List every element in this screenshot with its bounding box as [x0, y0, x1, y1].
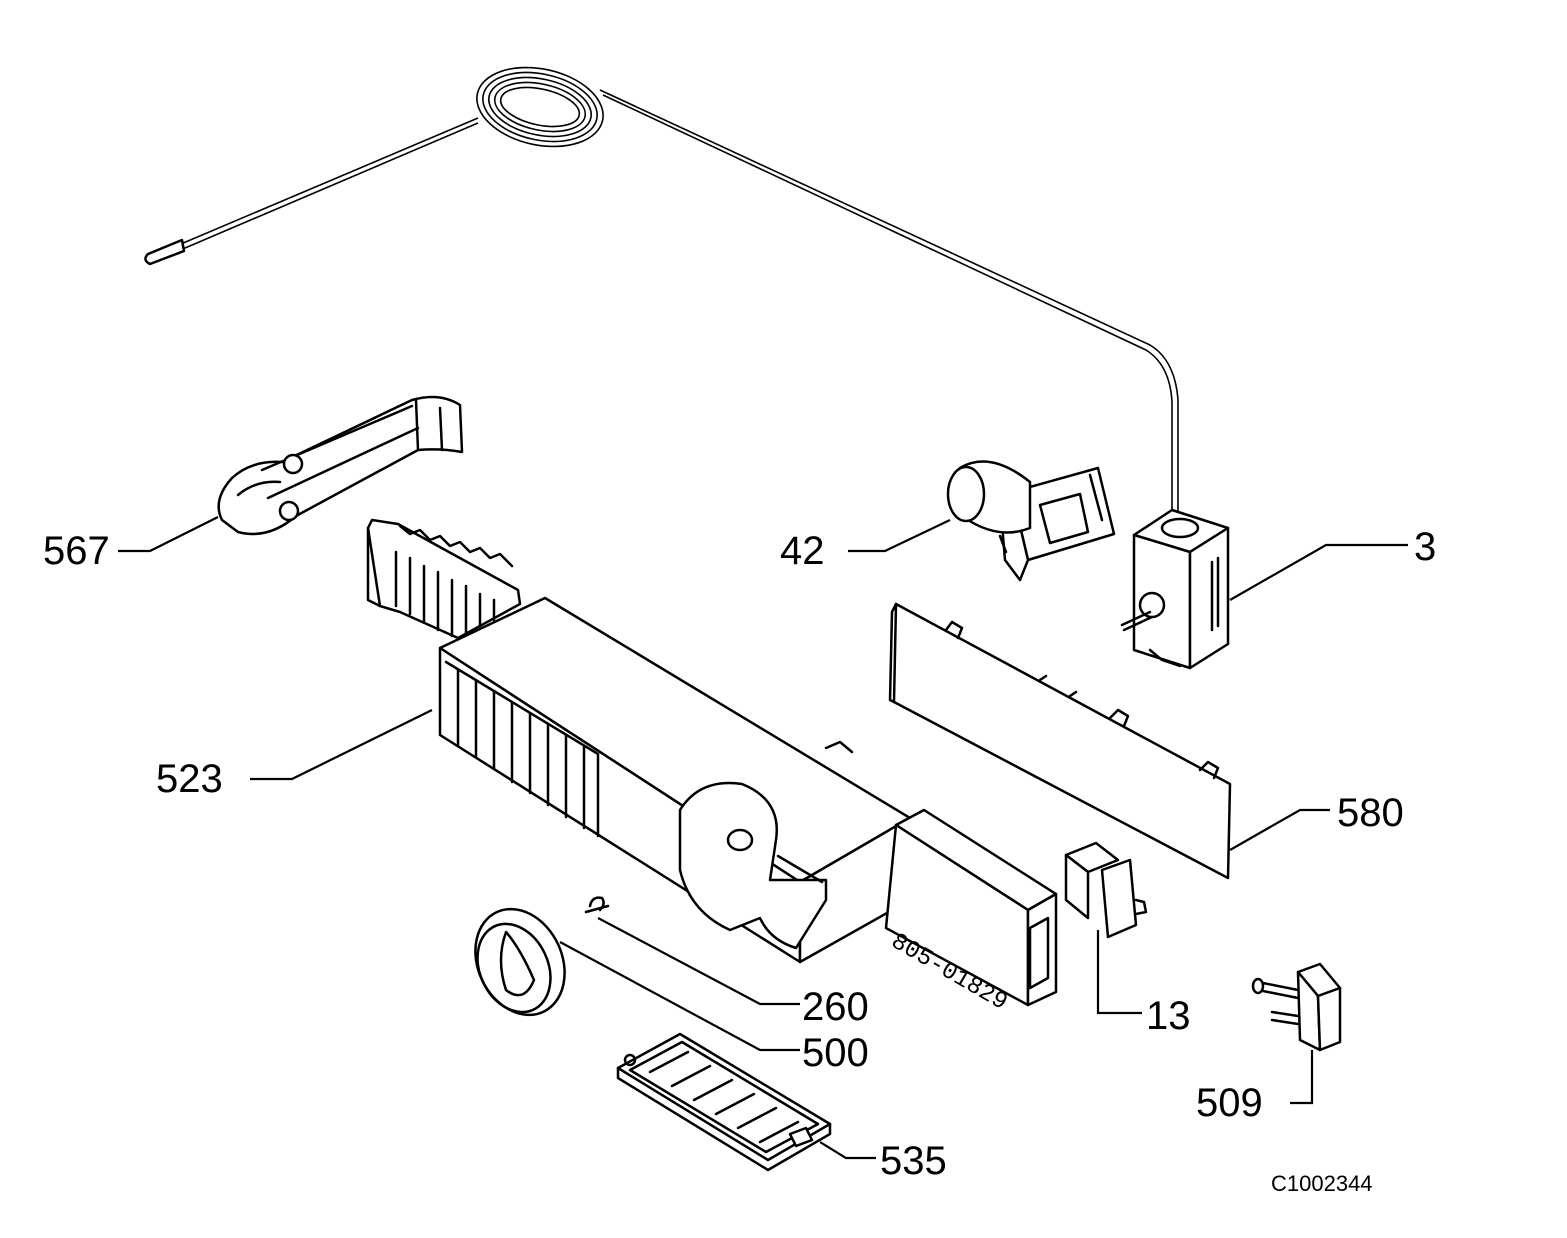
callout-509: 509 — [1196, 1081, 1263, 1125]
capillary-coil — [476, 66, 604, 148]
callout-labels: 567 42 3 523 580 260 500 13 509 535 C100… — [43, 525, 1436, 1196]
part-3-thermostat — [1120, 508, 1230, 670]
part-567-lever — [217, 395, 464, 536]
leader-lines — [118, 516, 1408, 1160]
part-580-panel — [888, 602, 1232, 880]
part-13-switch — [1064, 841, 1148, 939]
part-535-grille — [616, 1032, 832, 1172]
capillary-tube — [144, 66, 1179, 512]
drawing-number: C1002344 — [1271, 1171, 1373, 1196]
sensor-bulb — [144, 238, 186, 266]
callout-580: 580 — [1337, 791, 1404, 835]
callout-260: 260 — [802, 985, 869, 1029]
part-500-knob — [474, 907, 566, 1017]
callout-523: 523 — [156, 757, 223, 801]
callout-567: 567 — [43, 529, 110, 573]
part-523-housing — [366, 518, 912, 964]
callout-500: 500 — [802, 1031, 869, 1075]
part-42-lamp-holder — [946, 460, 1116, 582]
callout-42: 42 — [780, 529, 825, 573]
callout-535: 535 — [880, 1139, 947, 1183]
callout-13: 13 — [1146, 994, 1191, 1038]
callout-3: 3 — [1414, 525, 1436, 569]
part-509-clip — [1251, 962, 1342, 1052]
part-lamp-cover: 805-01829 — [884, 808, 1058, 1017]
part-260-clip — [584, 896, 610, 914]
